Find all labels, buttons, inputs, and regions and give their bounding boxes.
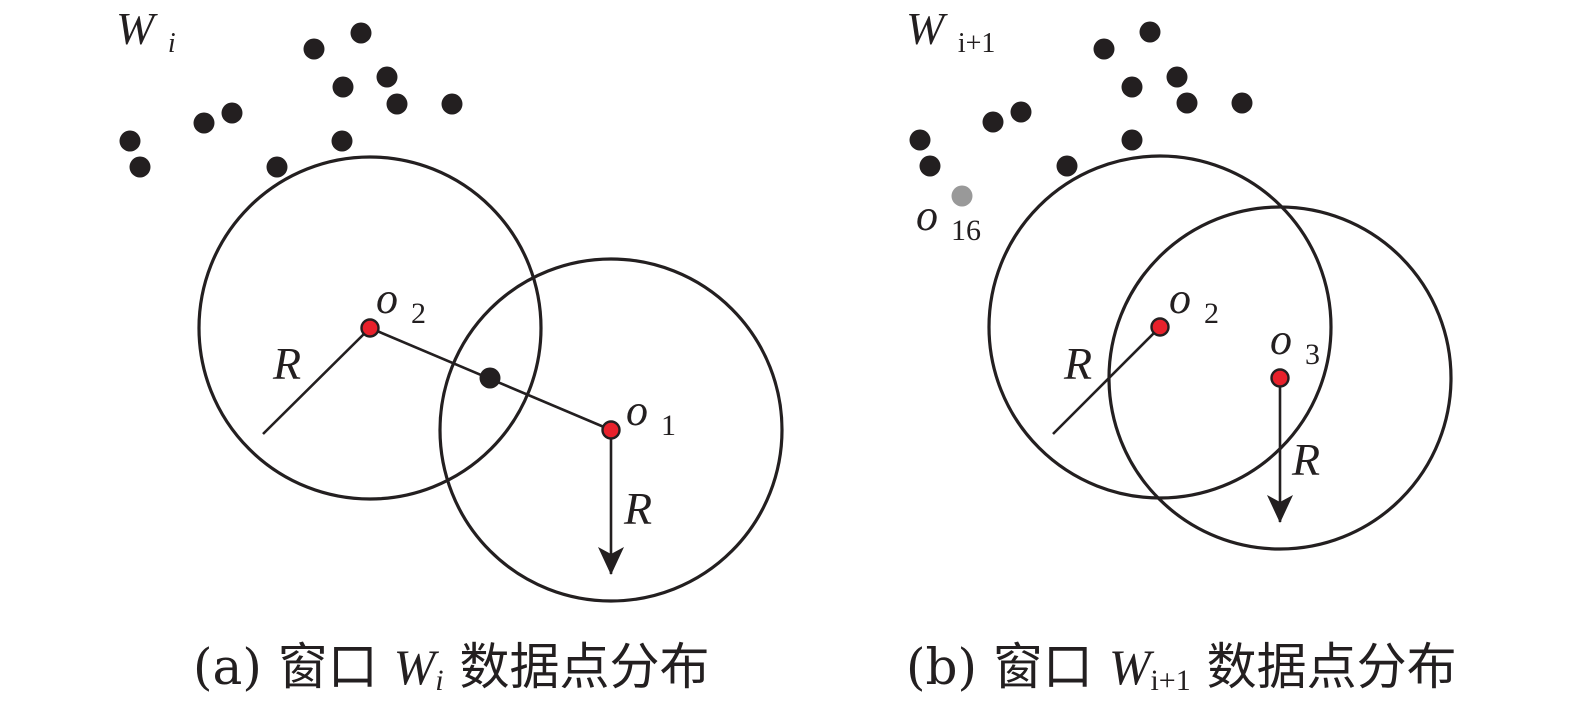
data-point xyxy=(193,112,215,134)
label-o2-sub: 2 xyxy=(411,297,426,330)
data-point xyxy=(129,156,151,178)
label-o1-sub: 1 xyxy=(661,409,676,442)
panel-a-circle-o1 xyxy=(438,257,784,603)
label-o16-sub: 16 xyxy=(951,214,981,247)
panel-b-radius-line-o2 xyxy=(1052,326,1161,435)
data-point xyxy=(331,130,353,152)
panel-b-label-o2: o 2 xyxy=(1169,274,1219,330)
panel-b-radius-label-right: R xyxy=(1291,434,1320,485)
panel-a-radius-label-left: R xyxy=(272,338,301,389)
panel-b-caption-symbol-sub: i+1 xyxy=(1150,664,1190,697)
data-point xyxy=(1121,129,1143,151)
label-o1-main: o xyxy=(626,386,648,435)
data-point xyxy=(332,76,354,98)
data-point xyxy=(221,102,243,124)
panel-a-center-o1 xyxy=(601,420,621,440)
label-o3-sub: 3 xyxy=(1305,338,1320,371)
data-point xyxy=(350,22,372,44)
label-o3-main: o xyxy=(1270,315,1292,364)
data-point xyxy=(1139,21,1161,43)
data-point xyxy=(376,66,398,88)
panel-b-caption-suffix: 数据点分布 xyxy=(1191,638,1457,696)
panel-b-center-o2 xyxy=(1150,317,1170,337)
data-point xyxy=(919,155,941,177)
label-o2-main: o xyxy=(1169,274,1191,323)
panel-a-radius-line-o2 xyxy=(262,327,371,435)
data-point xyxy=(1166,66,1188,88)
panel-b-data-points xyxy=(909,21,1253,207)
panel-b-caption: (b) 窗口 Wi+1 数据点分布 xyxy=(906,638,1457,697)
panel-a-caption-suffix: 数据点分布 xyxy=(444,638,710,696)
panel-b: W i+1 o 16 xyxy=(906,3,1457,697)
panel-a-window-sub: i xyxy=(168,28,176,59)
panel-a-caption-symbol-sub: i xyxy=(435,664,443,697)
panel-a: W i xyxy=(116,3,784,697)
data-point xyxy=(1056,155,1078,177)
panel-b-window-label: W i+1 xyxy=(906,3,995,59)
panel-a-caption-prefix: (a) 窗口 xyxy=(193,638,394,696)
panel-b-caption-prefix: (b) 窗口 xyxy=(906,638,1109,696)
panel-b-label-o16: o 16 xyxy=(916,191,981,247)
panel-a-label-o2: o 2 xyxy=(376,274,426,330)
data-point xyxy=(1176,92,1198,114)
panel-a-data-points xyxy=(119,22,501,389)
panel-a-center-o2 xyxy=(360,318,380,338)
panel-a-window-label: W i xyxy=(116,3,176,59)
panel-a-label-o1: o 1 xyxy=(626,386,676,442)
data-point xyxy=(266,156,288,178)
data-point xyxy=(303,38,325,60)
data-point xyxy=(1010,101,1032,123)
data-point xyxy=(909,129,931,151)
panel-a-circle-o2 xyxy=(197,155,543,501)
panel-b-caption-symbol: W xyxy=(1109,639,1155,695)
panel-b-label-o3: o 3 xyxy=(1270,315,1320,371)
label-o2-sub: 2 xyxy=(1204,297,1219,330)
data-point xyxy=(1121,76,1143,98)
data-point xyxy=(441,93,463,115)
data-point xyxy=(1231,92,1253,114)
panel-a-link-o2-o1 xyxy=(369,326,612,432)
panel-a-window-main: W xyxy=(116,3,158,54)
label-o2-main: o xyxy=(376,274,398,323)
label-o16-main: o xyxy=(916,191,938,240)
panel-b-center-o3 xyxy=(1270,368,1290,388)
panel-a-caption-symbol: W xyxy=(394,639,440,695)
data-point xyxy=(982,111,1004,133)
data-point xyxy=(119,130,141,152)
panel-b-window-main: W xyxy=(906,3,948,54)
outlier-point-o16 xyxy=(951,185,973,207)
data-point xyxy=(386,93,408,115)
panel-a-radius-label-right: R xyxy=(623,483,652,534)
panel-a-caption: (a) 窗口 Wi 数据点分布 xyxy=(193,638,710,697)
panel-b-window-sub: i+1 xyxy=(958,28,996,59)
data-point xyxy=(1093,38,1115,60)
panel-b-radius-label-left: R xyxy=(1063,338,1092,389)
